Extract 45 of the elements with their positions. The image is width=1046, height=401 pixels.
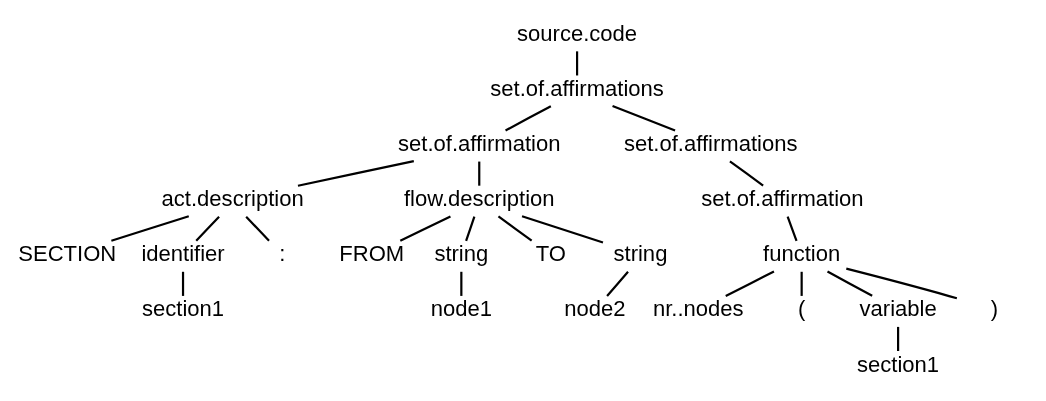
connector <box>465 215 476 241</box>
node-text: section1 <box>142 295 225 321</box>
connector <box>826 270 873 297</box>
node-text: ) <box>990 295 999 321</box>
node-text: nr..nodes <box>652 295 744 321</box>
node-text: variable <box>859 295 937 321</box>
connector <box>786 215 798 241</box>
connector <box>181 271 185 296</box>
node-text: function <box>763 240 841 266</box>
connector <box>478 161 481 186</box>
node-text: node1 <box>430 295 492 321</box>
node-text: string <box>613 240 668 266</box>
connector <box>297 159 415 187</box>
node-text: set.of.affirmations <box>623 130 798 156</box>
node-text: set.of.affirmations <box>490 75 664 101</box>
connector <box>195 215 220 242</box>
node-text: source.code <box>517 20 638 46</box>
connector <box>245 215 270 242</box>
connector <box>111 214 190 242</box>
node-text: act.description <box>161 185 304 211</box>
node-text: flow.description <box>403 185 555 211</box>
connector <box>460 271 463 296</box>
connector <box>606 270 629 297</box>
connector <box>612 104 676 132</box>
connector <box>729 159 764 186</box>
connector <box>800 271 803 296</box>
connector <box>725 270 775 297</box>
node-text: FROM <box>339 240 405 266</box>
node-text: SECTION <box>18 240 117 266</box>
connector <box>505 104 552 131</box>
node-text: set.of.affirmation <box>701 185 864 211</box>
connector <box>897 326 900 351</box>
node-text: node2 <box>564 295 626 321</box>
node-text: section1 <box>857 351 940 377</box>
connector <box>576 50 579 75</box>
node-text: set.of.affirmation <box>398 130 561 156</box>
node-text: ( <box>797 295 806 321</box>
connector <box>846 267 958 299</box>
node-text: string <box>434 240 489 266</box>
node-text: TO <box>535 240 566 266</box>
node-text: : <box>279 240 286 266</box>
node-text: identifier <box>141 240 225 266</box>
connector <box>497 215 533 242</box>
connector <box>521 214 604 244</box>
connector <box>399 214 451 242</box>
